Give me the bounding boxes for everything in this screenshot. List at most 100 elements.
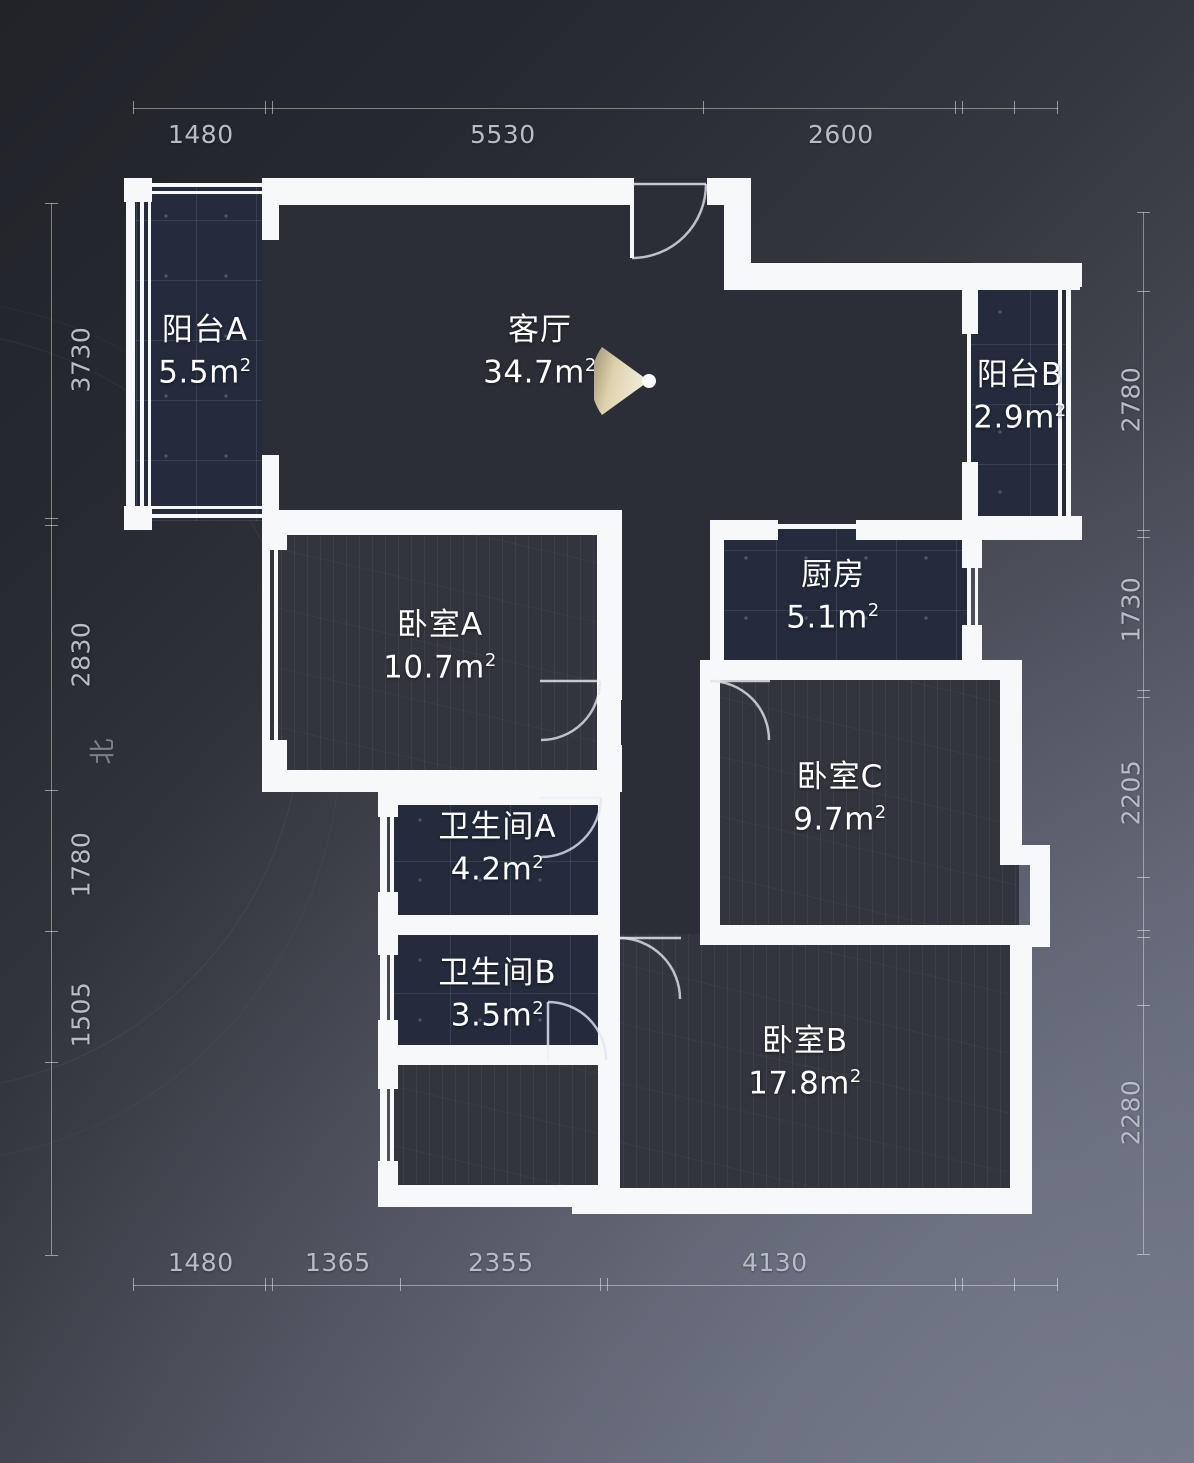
dim-tick bbox=[1057, 1278, 1058, 1291]
dimension-top-2: 2600 bbox=[808, 120, 874, 149]
door-swing-bathroom-a bbox=[538, 795, 606, 865]
room-floor-living-room-east bbox=[722, 262, 972, 533]
room-name-bathroom-b: 卫生间B bbox=[438, 955, 557, 991]
dim-tick bbox=[600, 1278, 601, 1291]
room-floor-bedroom-b bbox=[610, 934, 1023, 1200]
room-name-living-room: 客厅 bbox=[508, 312, 572, 348]
room-area-bathroom-b: 3.5m2 bbox=[450, 997, 545, 1034]
dimension-line-bottom bbox=[133, 1285, 1058, 1286]
wall-bathroom-b-west-top bbox=[378, 925, 398, 955]
glazing-bedroom-b-east-pane bbox=[1019, 1035, 1023, 1185]
wall-post-balcony-a-bottom-left bbox=[124, 506, 152, 530]
wall-bathroom-a-west bbox=[380, 817, 387, 892]
dimension-bottom-0: 1480 bbox=[168, 1248, 234, 1277]
dim-tick bbox=[272, 1278, 273, 1291]
dim-tick bbox=[962, 1278, 963, 1291]
glazing-kitchen-north bbox=[778, 524, 856, 529]
room-floor-bedroom-c bbox=[716, 676, 1019, 935]
dim-tick bbox=[1137, 212, 1150, 213]
room-floor-balcony-b bbox=[970, 282, 1068, 525]
room-name-bedroom-a: 卧室A bbox=[396, 607, 484, 643]
room-area-bedroom-b: 17.8m2 bbox=[748, 1065, 862, 1102]
room-area-balcony-a: 5.5m2 bbox=[158, 354, 252, 391]
room-name-balcony-a: 阳台A bbox=[161, 312, 249, 348]
door-swing-bedroom-b bbox=[617, 935, 687, 1007]
glazing-balcony-a-top-2 bbox=[140, 191, 270, 194]
dim-tick bbox=[133, 1278, 134, 1291]
wall-entrance-door-frame bbox=[630, 182, 634, 258]
wall-lower-left-south bbox=[378, 1185, 620, 1207]
dimension-top-0: 1480 bbox=[168, 120, 234, 149]
dimension-bottom-3: 4130 bbox=[742, 1248, 808, 1277]
room-area-kitchen: 5.1m2 bbox=[786, 599, 880, 636]
dim-tick bbox=[607, 1278, 608, 1291]
glazing-balcony-b-right-outer bbox=[1066, 284, 1071, 528]
dim-tick bbox=[45, 931, 58, 932]
dim-tick bbox=[955, 1278, 956, 1291]
wall-bathroom-a-north bbox=[378, 785, 618, 805]
room-label-living-room: 客厅 34.7m2 bbox=[440, 315, 640, 388]
glazing-bedroom-a-west-pane bbox=[274, 550, 278, 740]
wall-bedroom-c-east bbox=[1000, 660, 1022, 855]
wall-kitchen-east-upper bbox=[962, 520, 982, 568]
wall-living-south-west bbox=[262, 510, 622, 535]
room-label-balcony-a: 阳台A 5.5m2 bbox=[110, 315, 300, 388]
room-floor-kitchen bbox=[716, 528, 969, 671]
wall-bathroom-a-east bbox=[598, 785, 620, 935]
glazing-bathroom-b-west-pane bbox=[390, 952, 394, 1020]
dim-tick bbox=[1137, 937, 1150, 938]
dimension-line-right bbox=[1143, 212, 1144, 1254]
wall-bedroom-a-west bbox=[262, 550, 270, 740]
dim-tick bbox=[45, 790, 58, 791]
glazing-bedroom-c-east-pane bbox=[1012, 680, 1016, 840]
wall-bedroom-c-west bbox=[700, 660, 720, 945]
room-name-kitchen: 厨房 bbox=[801, 557, 865, 593]
dim-tick bbox=[962, 101, 963, 114]
wall-bathroom-b-west bbox=[380, 952, 387, 1020]
door-swing-bedroom-a bbox=[538, 678, 604, 748]
dim-tick bbox=[1137, 530, 1150, 531]
glazing-balcony-a-bottom bbox=[140, 514, 270, 518]
dim-tick bbox=[45, 525, 58, 526]
glazing-lower-left-west-pane bbox=[390, 1089, 394, 1161]
room-name-bedroom-c: 卧室C bbox=[796, 759, 884, 795]
dim-tick bbox=[1137, 930, 1150, 931]
glazing-kitchen-east-pane-2 bbox=[975, 566, 978, 626]
dim-tick bbox=[133, 101, 134, 114]
glazing-kitchen-east-pane bbox=[967, 566, 971, 626]
room-label-bathroom-b: 卫生间B 3.5m2 bbox=[400, 958, 595, 1031]
dim-tick bbox=[1014, 101, 1015, 114]
room-floor-living-room bbox=[262, 178, 737, 533]
dim-tick bbox=[45, 518, 58, 519]
glazing-balcony-a-top bbox=[140, 183, 270, 187]
room-area-bedroom-a: 10.7m2 bbox=[383, 649, 497, 686]
dim-tick bbox=[1137, 690, 1150, 691]
wall-balcony-a-left-outer bbox=[126, 180, 135, 528]
room-name-bedroom-b: 卧室B bbox=[761, 1023, 849, 1059]
dim-tick bbox=[265, 101, 266, 114]
wall-kitchen-west bbox=[710, 520, 724, 672]
wall-bedroom-b-east-step bbox=[1010, 925, 1050, 947]
room-floor-bedroom-a bbox=[268, 531, 612, 785]
dim-tick bbox=[265, 1278, 266, 1291]
dim-tick bbox=[45, 1255, 58, 1256]
room-label-balcony-b: 阳台B 2.9m2 bbox=[925, 360, 1115, 433]
dim-tick bbox=[400, 1278, 401, 1291]
wall-balcony-a-left-inner bbox=[140, 198, 144, 510]
dimension-top-1: 5530 bbox=[470, 120, 536, 149]
room-floor-bathroom-b bbox=[390, 930, 612, 1054]
door-swing-bedroom-c bbox=[708, 678, 774, 748]
dim-tick bbox=[45, 1062, 58, 1063]
camera-viewpoint-cone-icon[interactable] bbox=[590, 343, 658, 423]
wall-lower-left-west-top bbox=[378, 1055, 398, 1089]
dim-tick bbox=[1137, 697, 1150, 698]
dim-tick bbox=[955, 101, 956, 114]
dimension-bottom-1: 1365 bbox=[305, 1248, 371, 1277]
dim-tick bbox=[1137, 877, 1150, 878]
wall-bedroom-a-east bbox=[597, 510, 622, 700]
dim-tick bbox=[272, 101, 273, 114]
room-label-bedroom-a: 卧室A 10.7m2 bbox=[345, 610, 535, 683]
glazing-bathroom-a-west-pane bbox=[390, 817, 394, 892]
wall-bathroom-b-south bbox=[378, 1045, 618, 1065]
